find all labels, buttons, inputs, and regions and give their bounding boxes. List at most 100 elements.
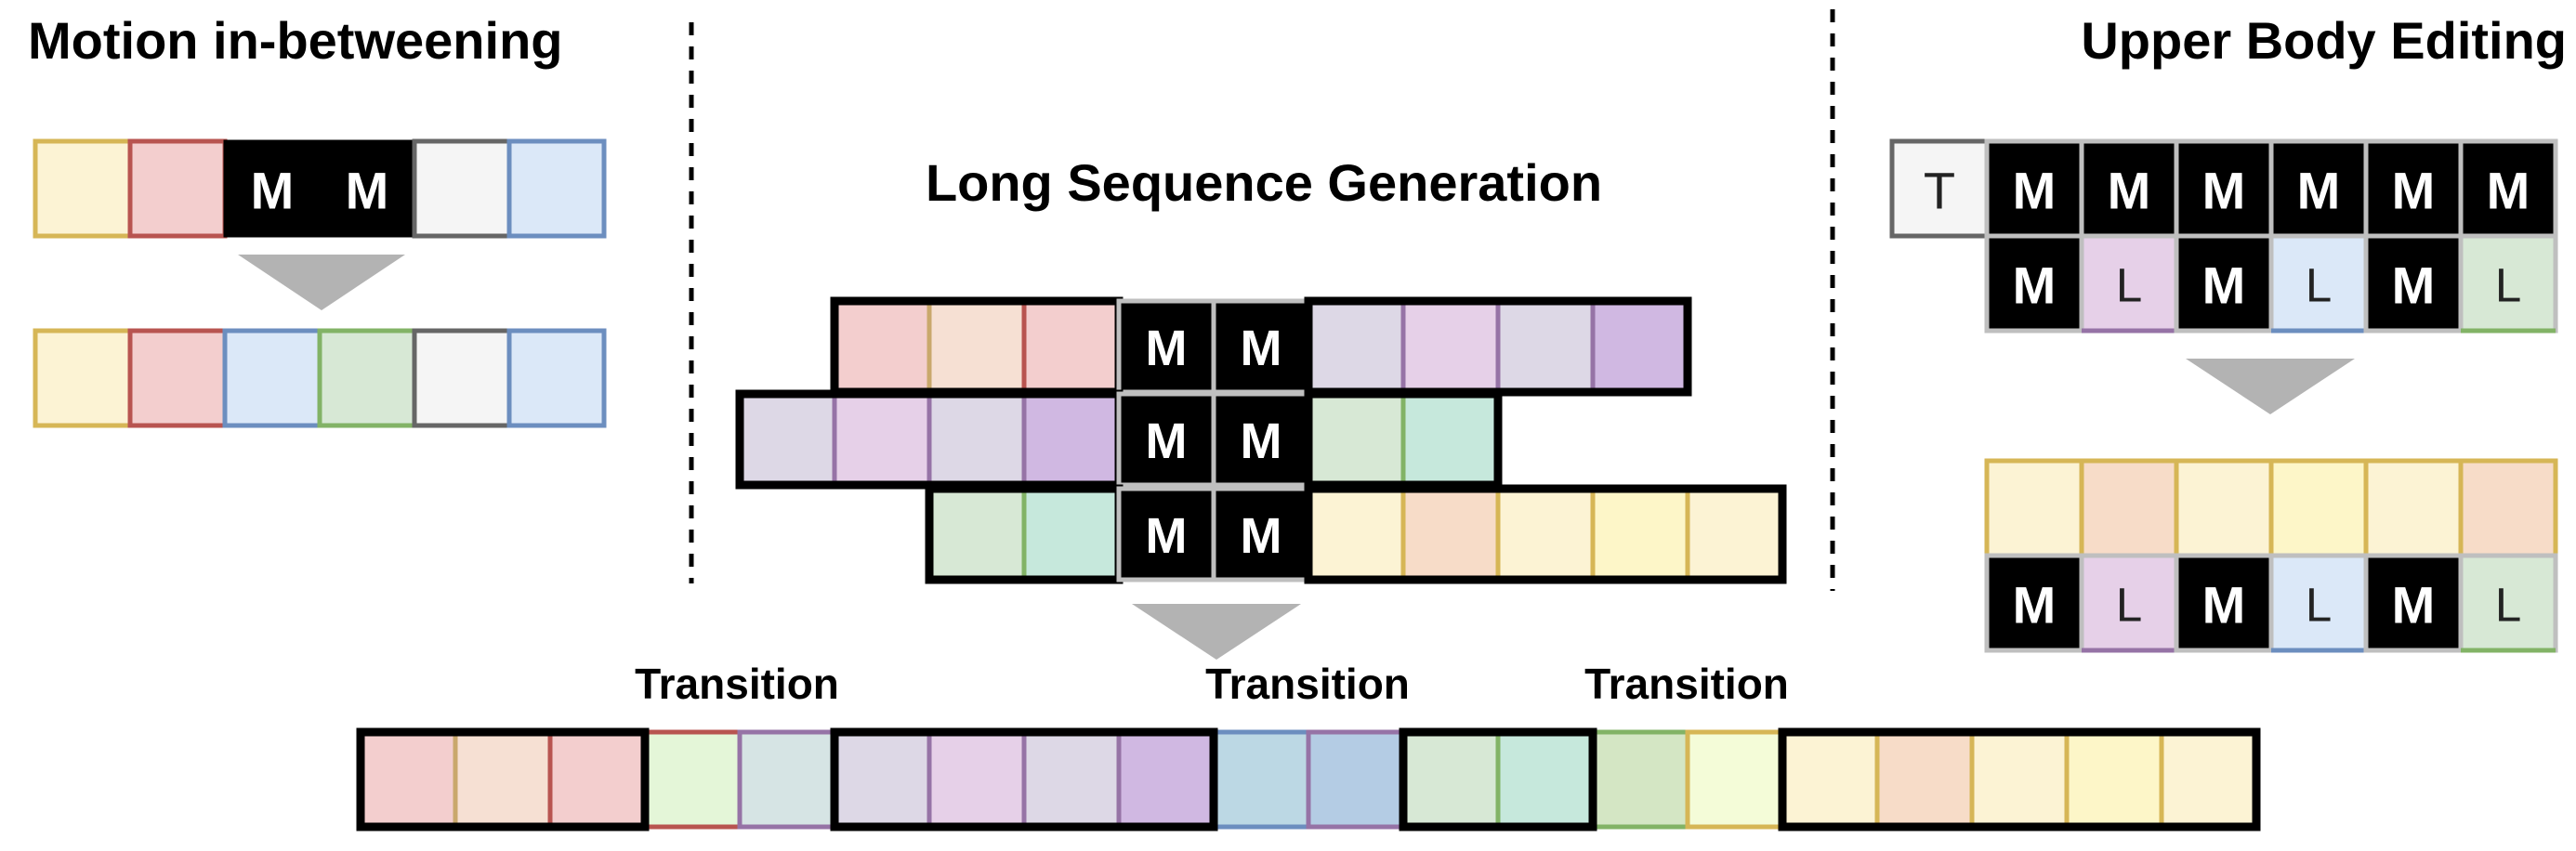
segment-frame	[356, 727, 650, 831]
token-cell	[927, 486, 1027, 583]
token-cell	[1495, 486, 1596, 583]
mask-label: M	[2202, 162, 2246, 220]
transition-label-1: Transition	[635, 660, 839, 708]
token-cell	[2268, 458, 2369, 558]
token-cell	[506, 138, 607, 239]
token-cell	[1400, 729, 1501, 830]
long-seq-title: Long Sequence Generation	[926, 153, 1602, 212]
token-cell	[927, 391, 1027, 488]
token-cell	[412, 138, 512, 239]
token-cell	[2064, 729, 2164, 830]
mask-cell	[1116, 486, 1216, 583]
token-cell	[737, 391, 837, 488]
lower-body-label: L	[2306, 579, 2332, 632]
mask-label: M	[2013, 576, 2057, 635]
lower-body-label: L	[2495, 579, 2521, 632]
mask-cell	[2079, 138, 2179, 239]
token-cell	[2363, 458, 2464, 558]
mask-label: M	[1241, 508, 1282, 564]
token-cell	[832, 391, 932, 488]
mask-cell	[318, 139, 416, 238]
segment-frame	[830, 727, 1218, 831]
token-cell	[2174, 458, 2274, 558]
mask-label: M	[2392, 256, 2436, 315]
token-cell	[1211, 729, 1311, 830]
mask-label: M	[2392, 162, 2436, 220]
mask-cell	[1211, 486, 1311, 583]
mask-label: M	[2202, 576, 2246, 635]
mask-label: M	[2487, 162, 2530, 220]
token-cell	[547, 729, 648, 830]
transition-label-3: Transition	[1584, 660, 1789, 708]
token-cell	[1685, 729, 1785, 830]
transition-label-2: Transition	[1205, 660, 1410, 708]
mask-label: M	[1241, 413, 1282, 469]
mask-label: M	[2013, 256, 2057, 315]
text-token-label: T	[1924, 162, 1955, 220]
mask-cell	[2174, 553, 2274, 653]
token-cell	[412, 328, 512, 428]
token-cell	[1590, 298, 1690, 395]
mask-label: M	[2202, 256, 2246, 315]
token-cell	[453, 729, 553, 830]
lower-body-label: L	[2495, 259, 2521, 312]
mask-label: M	[2108, 162, 2151, 220]
token-cell	[1306, 486, 1406, 583]
inbetween-title: Motion in-betweening	[28, 11, 562, 70]
lower-body-cell	[2458, 233, 2558, 334]
mask-label: M	[2013, 162, 2057, 220]
lower-body-label: L	[2306, 259, 2332, 312]
mask-label: M	[251, 162, 295, 220]
token-cell	[1685, 486, 1785, 583]
token-cell	[1306, 391, 1406, 488]
mask-cell	[2174, 138, 2274, 239]
segment-frame	[1399, 727, 1597, 831]
token-cell	[1495, 729, 1596, 830]
token-cell	[1590, 486, 1690, 583]
mask-label: M	[1146, 508, 1188, 564]
mask-cell	[1984, 138, 2084, 239]
token-cell	[1969, 729, 2070, 830]
token-cell	[317, 328, 417, 428]
mask-cell	[223, 139, 322, 238]
segment-frame	[1778, 727, 2261, 831]
lower-body-label: L	[2116, 259, 2142, 312]
mask-label: M	[1146, 321, 1188, 376]
token-cell	[2458, 458, 2558, 558]
token-cell	[1590, 729, 1690, 830]
mask-cell	[2363, 233, 2464, 334]
arrow-inbetween	[238, 255, 405, 310]
token-cell	[2079, 458, 2179, 558]
mask-label: M	[1146, 413, 1188, 469]
token-cell	[1984, 458, 2084, 558]
token-cell	[1021, 729, 1122, 830]
mask-label: M	[346, 162, 389, 220]
text-token-cell	[1889, 138, 1990, 239]
token-cell	[1306, 298, 1406, 395]
segment-frame	[1304, 484, 1787, 584]
mask-cell	[2174, 233, 2274, 334]
token-cell	[358, 729, 458, 830]
arrow-long-seq	[1132, 604, 1301, 660]
upper-body-title: Upper Body Editing	[2081, 11, 2567, 70]
token-cell	[1780, 729, 1880, 830]
token-cell	[222, 328, 322, 428]
token-cell	[832, 298, 932, 395]
mask-label: M	[1241, 321, 1282, 376]
token-cell	[1874, 729, 1975, 830]
token-cell	[1306, 729, 1406, 830]
token-cell	[1495, 298, 1596, 395]
token-cell	[1400, 298, 1501, 395]
token-cell	[33, 328, 133, 428]
mask-label: M	[2297, 162, 2341, 220]
token-cell	[832, 729, 932, 830]
token-cell	[506, 328, 607, 428]
token-cell	[127, 328, 228, 428]
token-cell	[927, 729, 1027, 830]
mask-label: M	[2392, 576, 2436, 635]
token-cell	[1021, 391, 1122, 488]
token-cell	[737, 729, 837, 830]
token-cell	[1400, 391, 1501, 488]
mask-cell	[2458, 138, 2558, 239]
